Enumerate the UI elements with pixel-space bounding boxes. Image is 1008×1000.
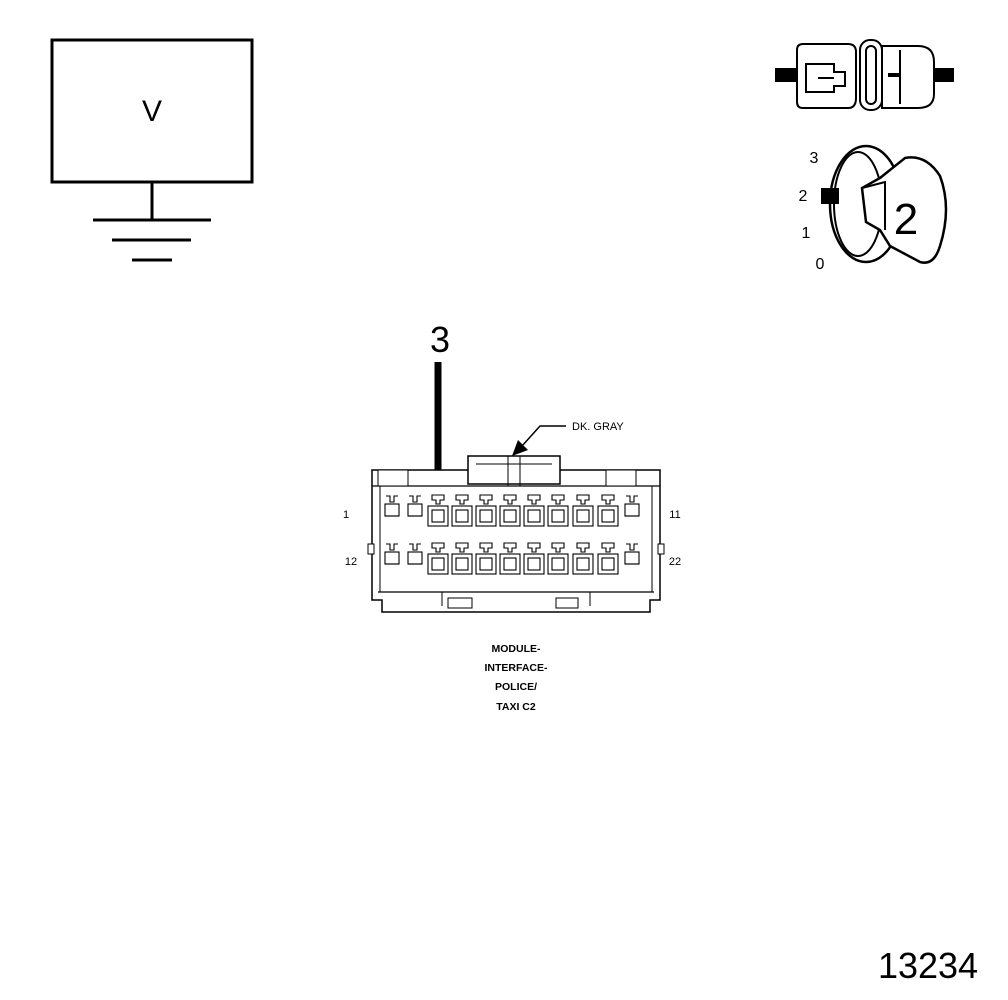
pin-label-22: 22 [669, 556, 681, 568]
pin-cavity-3-selected [427, 494, 449, 527]
pin-cavity-21 [597, 542, 619, 575]
color-callout: DK. GRAY [512, 421, 624, 456]
switch-position-1: 1 [802, 225, 811, 242]
pin-cavity-4 [451, 494, 473, 527]
pin-cavity-2 [407, 495, 423, 517]
pin-cavity-14 [427, 542, 449, 575]
pin-label-1: 1 [343, 509, 349, 521]
callout-label: 3 [430, 319, 450, 360]
connector-name-line-4: TAXI C2 [496, 701, 536, 713]
pin-cavity-13 [407, 543, 423, 565]
pin-cavity-7 [523, 494, 545, 527]
pin-cavity-8 [547, 494, 569, 527]
connector-housing [371, 469, 661, 613]
connector-c2: 1 11 12 22 [343, 455, 681, 613]
ground-icon [93, 218, 211, 262]
pin-cavity-18 [523, 542, 545, 575]
switch-position-3: 3 [810, 150, 819, 167]
figure-number: 13234 [878, 945, 978, 986]
pin-cavity-5 [475, 494, 497, 527]
ignition-switch-icon: 3 2 1 0 2 [799, 144, 948, 273]
ignition-key-icon [860, 156, 948, 264]
pin-label-12: 12 [345, 556, 357, 568]
connector-disconnected-icon [775, 39, 954, 111]
voltmeter-symbol: V [142, 95, 162, 128]
pin-label-11: 11 [669, 509, 680, 521]
pin-cavity-22 [624, 543, 640, 565]
voltmeter: V [50, 38, 254, 262]
connector-color-label: DK. GRAY [572, 421, 624, 433]
connector-name-line-3: POLICE/ [495, 681, 537, 693]
connector-name-line-2: INTERFACE- [485, 662, 549, 674]
pin-cavity-1 [384, 495, 400, 517]
connector-latch [467, 455, 561, 485]
pin-cavity-16 [475, 542, 497, 575]
pin-cavity-17 [499, 542, 521, 575]
pin-cavity-9 [572, 494, 594, 527]
pin-cavity-10 [597, 494, 619, 527]
pin-cavity-6 [499, 494, 521, 527]
connector-name-line-1: MODULE- [492, 643, 541, 655]
connector-pin-cavities [384, 494, 640, 575]
pin-cavity-12 [384, 543, 400, 565]
pin-cavity-15 [451, 542, 473, 575]
pin-cavity-19 [547, 542, 569, 575]
pin-cavity-20 [572, 542, 594, 575]
ignition-key-position-label: 2 [894, 195, 918, 244]
connector-name: MODULE- INTERFACE- POLICE/ TAXI C2 [485, 643, 549, 713]
pin-cavity-11 [624, 495, 640, 517]
switch-position-0: 0 [816, 256, 825, 273]
switch-position-2: 2 [799, 188, 808, 205]
switch-position-marker [821, 188, 839, 204]
